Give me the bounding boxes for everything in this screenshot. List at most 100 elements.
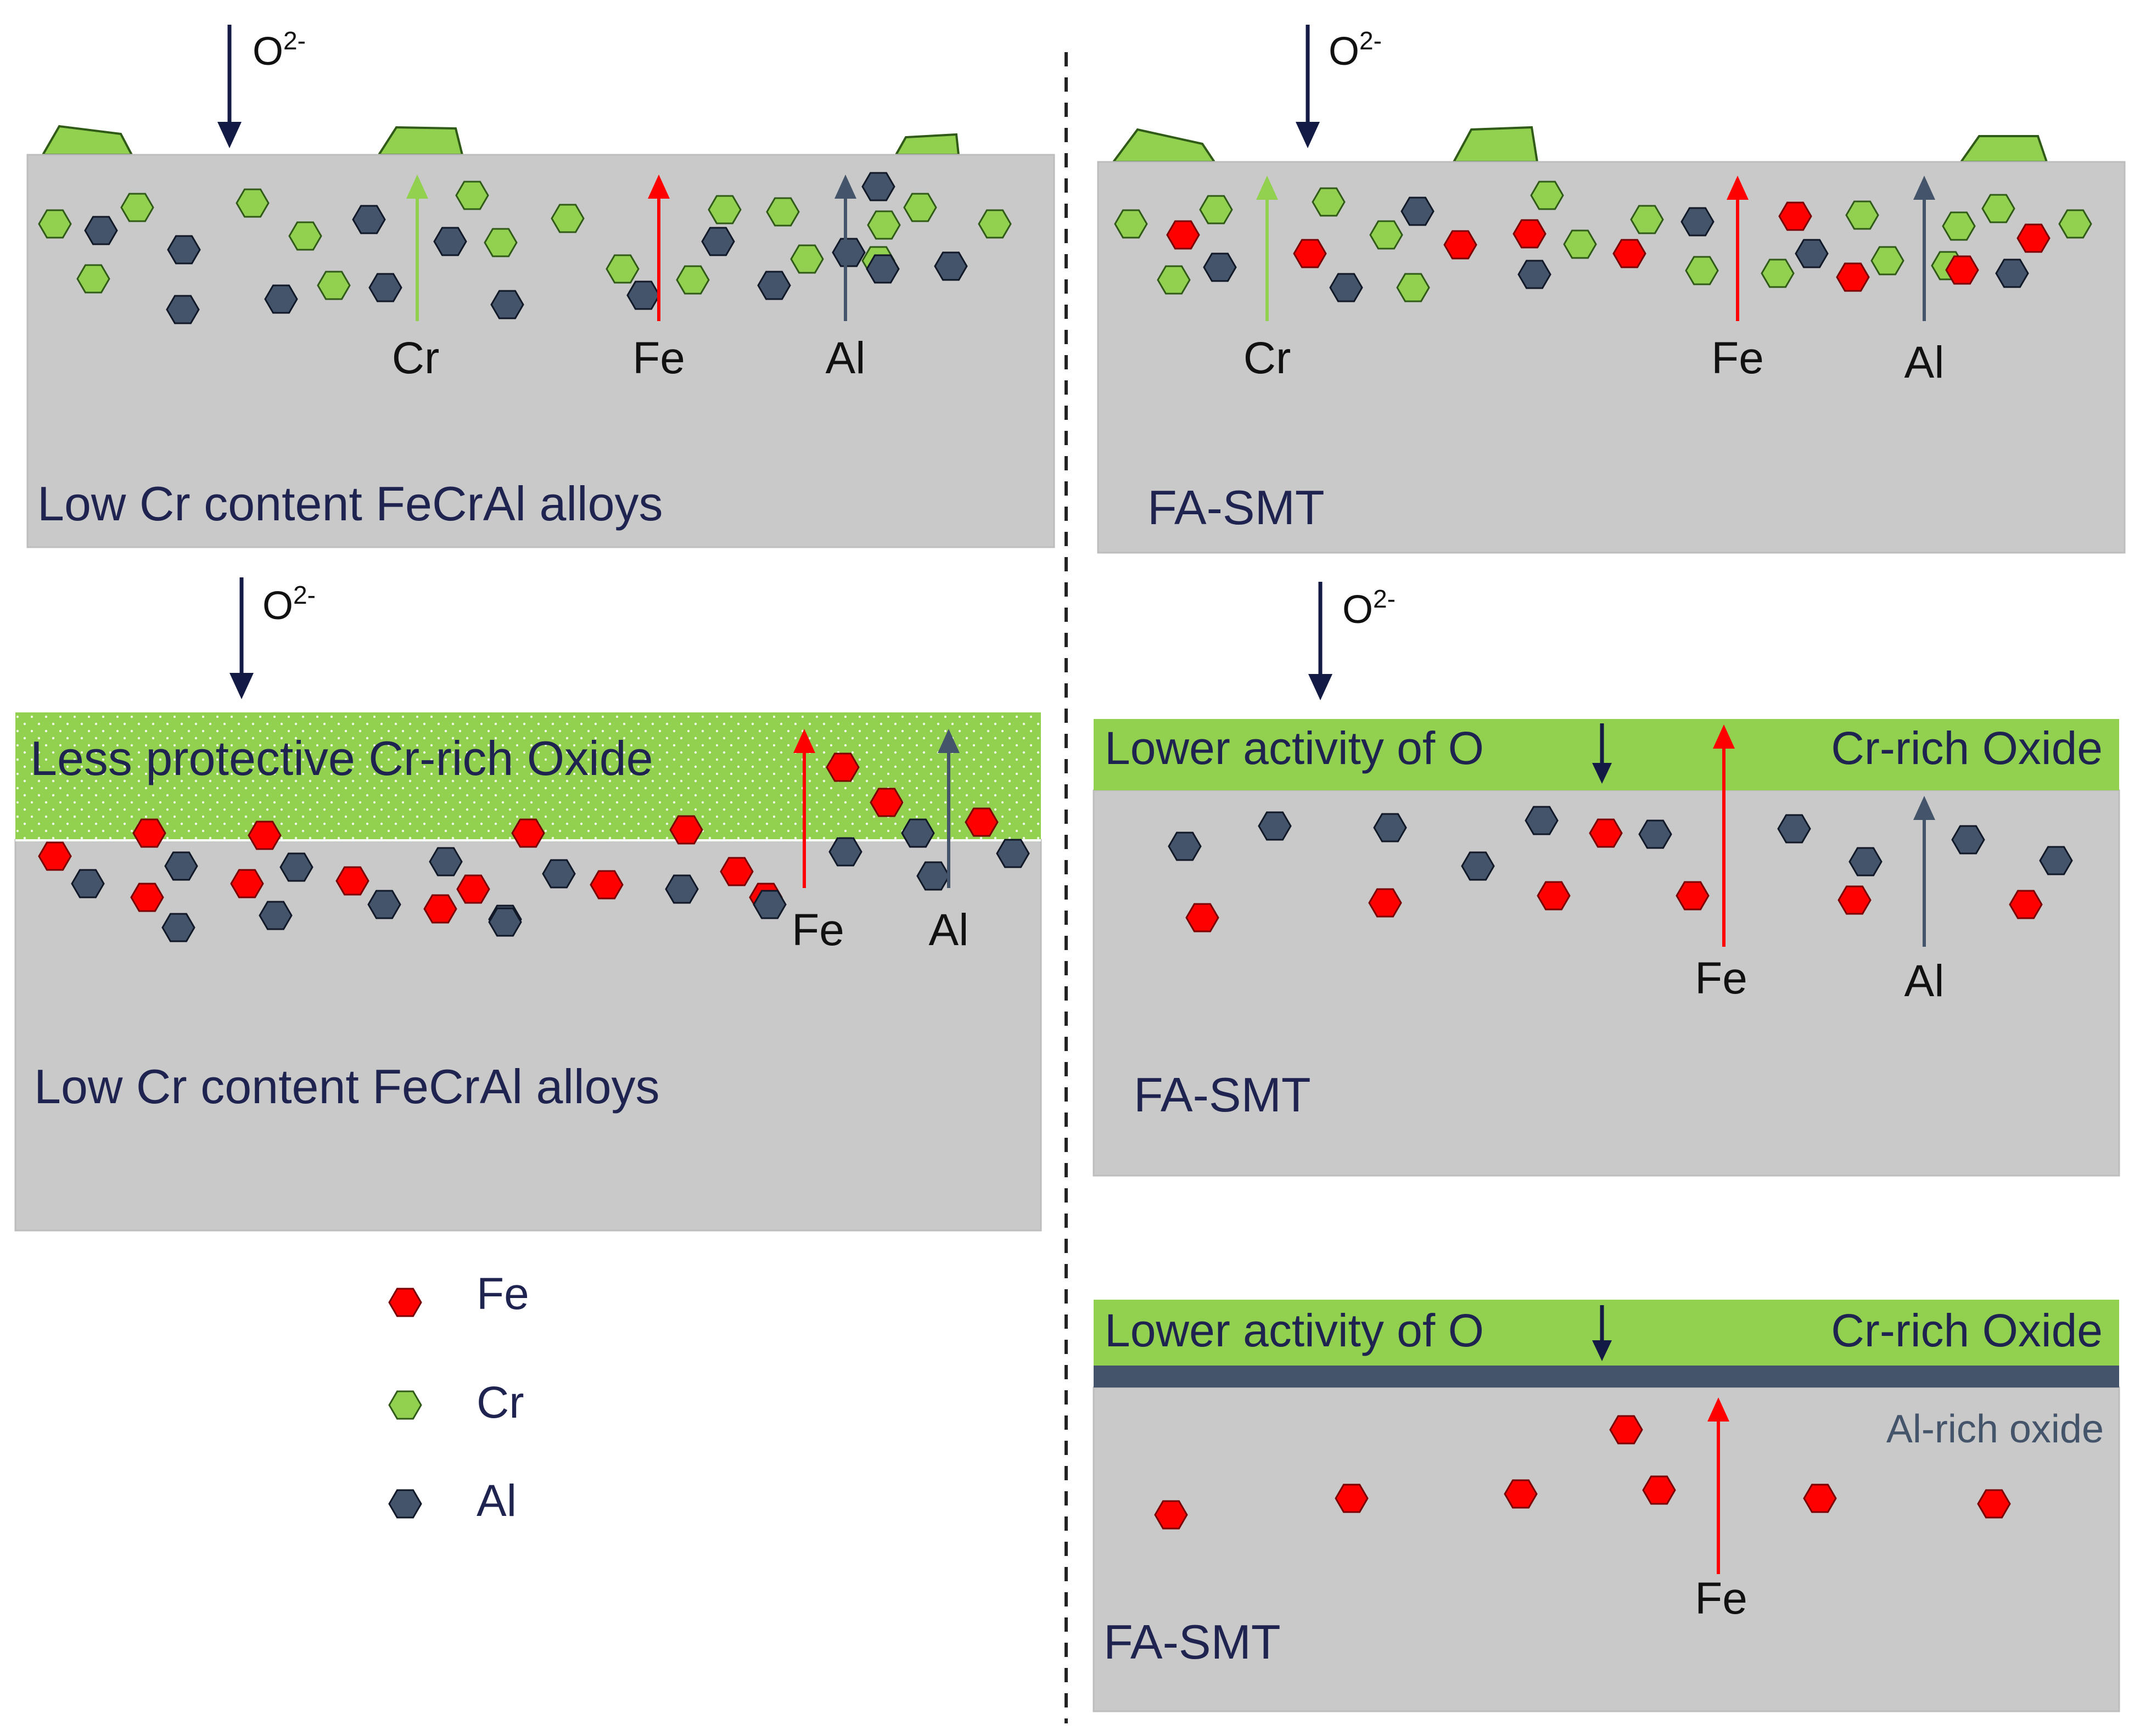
fe-diffusion-arrow: Fe <box>792 729 844 955</box>
al-hexagon-icon <box>1638 819 1672 849</box>
al-hexagon-icon <box>626 280 660 310</box>
legend-label-cr: Cr <box>477 1378 524 1428</box>
legend: Fe Cr Al <box>388 1269 529 1526</box>
fe-hexagon-icon <box>1612 239 1646 268</box>
cr-hexagon-icon <box>76 264 110 294</box>
fe-hexagon-icon <box>1335 1484 1369 1513</box>
fe-hexagon-icon <box>1166 220 1200 250</box>
hexagon-group <box>1154 1415 2011 1530</box>
fe-hexagon-icon <box>1368 888 1402 918</box>
oxide-activity-label: Lower activity of O <box>1105 722 1484 774</box>
fe-hexagon-icon <box>248 821 282 850</box>
surface-oxide-nodule <box>1111 128 1217 163</box>
fe-diffusion-arrow: Fe <box>632 175 685 383</box>
al-hexagon-icon <box>757 271 791 300</box>
al-hexagon-icon <box>167 235 201 265</box>
fe-hexagon-icon <box>1609 1415 1643 1445</box>
cr-rich-oxide-layer <box>1094 719 2119 790</box>
al-hexagon-icon <box>1525 806 1559 835</box>
al-hexagon-icon <box>1951 825 1985 855</box>
hexagon-group <box>38 752 1030 942</box>
surface-oxide-nodule <box>1959 135 2048 163</box>
panel-left-top: Cr Fe Al O2- Low Cr content FeCrAl alloy… <box>26 25 1055 548</box>
panel-left-mid: O2- Less protective Cr-rich Oxide Fe Al … <box>14 577 1042 1232</box>
al-hexagon-icon <box>367 890 401 919</box>
cr-hexagon-icon <box>766 197 800 227</box>
al-hexagon-icon <box>388 1489 422 1519</box>
cr-hexagon-icon <box>1369 220 1403 250</box>
al-hexagon-icon <box>861 172 895 201</box>
fe-hexagon-icon <box>511 818 545 848</box>
fe-hexagon-icon <box>1504 1479 1538 1509</box>
cr-hexagon-icon <box>1199 195 1233 224</box>
al-hexagon-icon <box>1777 814 1811 844</box>
oxygen-inflow-arrow: O2- <box>229 577 316 699</box>
fe-hexagon-icon <box>423 894 457 924</box>
al-diffusion-arrow: Al <box>826 175 865 383</box>
al-hexagon-icon <box>166 295 200 324</box>
al-diffusion-arrow: Al <box>1904 796 1945 1006</box>
hexagon-group <box>1168 806 2073 932</box>
fe-label: Fe <box>632 333 685 383</box>
fe-diffusion-arrow: Fe <box>1695 724 1747 1003</box>
cr-hexagon-icon <box>2058 209 2092 239</box>
surface-oxide-nodule <box>41 125 134 156</box>
cr-hexagon-icon <box>1981 194 2015 223</box>
cr-hexagon-icon <box>790 244 824 274</box>
material-label: FA-SMT <box>1134 1068 1311 1122</box>
al-hexagon-icon <box>84 216 118 245</box>
fe-hexagon-icon <box>1676 881 1710 911</box>
cr-label: Cr <box>392 333 440 383</box>
cr-hexagon-icon <box>551 204 585 233</box>
al-hexagon-icon <box>71 869 105 898</box>
material-label: FA-SMT <box>1147 480 1325 535</box>
cr-label: Cr <box>1243 333 1291 383</box>
al-hexagon-icon <box>901 818 935 848</box>
fe-label: Fe <box>792 905 844 955</box>
al-label: Al <box>1904 956 1945 1006</box>
fe-hexagon-icon <box>2016 223 2051 253</box>
oxygen-reduced-arrow <box>1592 723 1612 784</box>
fe-hexagon-icon <box>1537 881 1571 911</box>
fe-hexagon-icon <box>669 815 703 845</box>
panel-right-top: Cr Fe Al O2- FA-SMT <box>1097 25 2126 554</box>
oxygen-label: O2- <box>262 581 316 628</box>
al-hexagon-icon <box>1400 196 1435 226</box>
cr-hexagon-icon <box>1312 187 1346 217</box>
oxygen-inflow-arrow: O2- <box>1308 582 1396 700</box>
al-oxide-label: Al-rich oxide <box>1886 1407 2104 1451</box>
cr-hexagon-icon <box>388 1390 422 1420</box>
cr-hexagon-icon <box>978 209 1012 239</box>
cr-hexagon-icon <box>455 181 489 210</box>
al-hexagon-icon <box>828 837 862 867</box>
al-label: Al <box>929 905 969 955</box>
oxide-activity-label: Lower activity of O <box>1105 1305 1484 1356</box>
cr-hexagon-icon <box>867 210 901 240</box>
al-hexagon-icon <box>832 238 866 267</box>
al-hexagon-icon <box>996 839 1030 868</box>
fe-hexagon-icon <box>826 752 860 782</box>
al-hexagon-icon <box>433 227 467 256</box>
al-hexagon-icon <box>161 913 195 942</box>
cr-hexagon-icon <box>1942 211 1976 241</box>
cr-hexagon-icon <box>317 271 351 300</box>
oxide-label: Cr-rich Oxide <box>1831 722 2103 774</box>
fe-hexagon-icon <box>590 870 624 900</box>
fe-hexagon-icon <box>456 874 490 904</box>
al-hexagon-icon <box>1258 811 1292 841</box>
fe-hexagon-icon <box>1838 885 1872 915</box>
fe-hexagon-icon <box>132 818 166 848</box>
al-hexagon-icon <box>934 251 968 281</box>
al-hexagon-icon <box>1461 851 1495 881</box>
oxygen-inflow-arrow: O2- <box>1296 25 1382 148</box>
fe-hexagon-icon <box>1293 239 1327 268</box>
fe-hexagon-icon <box>1642 1475 1676 1505</box>
fe-hexagon-icon <box>1945 255 1979 285</box>
al-hexagon-icon <box>1995 259 2029 288</box>
al-hexagon-icon <box>1795 239 1829 268</box>
al-diffusion-arrow: Al <box>1904 176 1944 387</box>
al-hexagon-icon <box>1168 832 1202 861</box>
fe-hexagon-icon <box>2009 890 2043 919</box>
hexagon-group <box>1114 181 2092 302</box>
fe-hexagon-icon <box>1443 230 1477 260</box>
